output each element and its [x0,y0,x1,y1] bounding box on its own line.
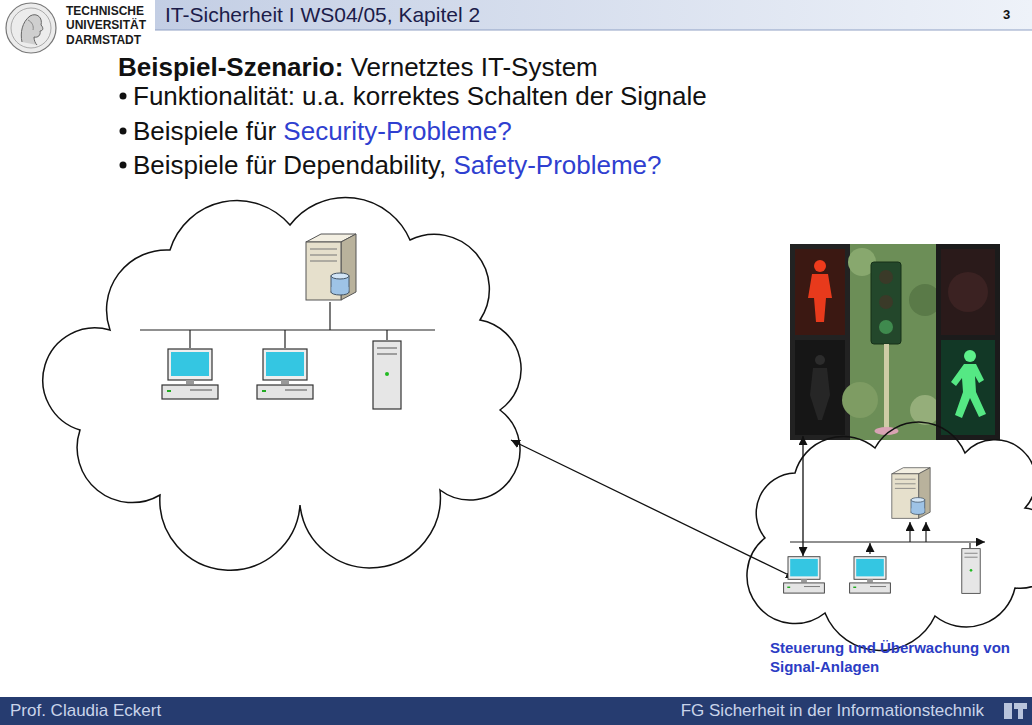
central-network [43,197,521,570]
pc-icon [850,557,891,593]
traffic-light-photo-part [808,274,832,322]
page-number: 3 [1003,7,1010,23]
bullet-text: Security-Probleme? [283,116,511,146]
footer-author: Prof. Claudia Eckert [10,701,161,721]
university-name-line: TECHNISCHE [66,4,144,18]
network-caption: Steuerung und Überwachung von Signal-Anl… [770,638,1025,676]
bullet-text-line: Beispiele fürSecurity-Probleme? [133,116,512,146]
traffic-light-photo-part [842,382,878,418]
traffic-light-photo-part [795,249,845,335]
control-network-devices-part [869,543,870,554]
network-link [511,440,795,578]
footer-logo-part [1004,703,1012,719]
traffic-light-photo-part [948,272,988,312]
traffic-light-photo-part [814,260,826,272]
control-network-devices [784,468,985,594]
bullet-text: Funktionalität: u.a. korrektes Schalten … [133,81,707,111]
university-name-line: UNIVERSITÄT [66,18,146,32]
university-seal-part [21,15,43,45]
university-name: UNIVERSITÄT [66,18,146,32]
traffic-light-photo-part [879,320,893,334]
control-bus [790,541,985,542]
traffic-light-photo-part [884,344,889,430]
header-rule [155,30,1032,31]
traffic-light-photo-part [879,270,893,284]
bullet-text: Beispiele für Dependability, [133,150,446,180]
university-seal [6,3,56,53]
footer [0,697,1032,725]
bullet-text-line: Beispiele für Dependability,Safety-Probl… [133,150,662,180]
network-cloud-outline [747,422,1032,650]
signal-link [802,436,803,556]
traffic-light-photo-part [910,395,940,425]
traffic-light-photo-part [964,350,976,362]
traffic-light-photo-part [879,295,893,309]
university-seal-part [6,3,56,53]
bullet-text-line: Funktionalität: u.a. korrektes Schalten … [133,81,707,111]
lan-bus-part [386,330,387,340]
bullet-dots-part [120,93,127,100]
footer-author-line: Prof. Claudia Eckert [10,701,161,721]
page-number-line: 3 [1003,7,1010,23]
tower-icon [373,341,401,409]
lan-bus-part [329,302,330,330]
control-network-devices-part [909,522,910,542]
traffic-light-photo-part [936,244,1000,440]
server-icon [892,468,930,519]
traffic-light-photo-part [871,262,901,344]
header-band [155,0,1032,30]
university-name: DARMSTADT [66,33,141,47]
university-seal-part [28,20,33,30]
control-network-devices-part [925,522,926,542]
traffic-light-photo-part [795,340,845,435]
university-name: TECHNISCHE [66,4,144,18]
traffic-light-photo-part [810,368,830,420]
traffic-light-photo [790,244,1000,440]
footer-department: FG Sicherheit in der Informationstechnik [681,701,984,721]
scenario-heading: Beispiel-Szenario: [118,52,343,82]
lan-bus-part [189,330,190,348]
slide-title: IT-Sicherheit I WS04/05, Kapitel 2 [165,3,480,27]
bullet-text: Beispiele für [133,116,276,146]
network-cloud [43,197,521,570]
pc-icon [784,557,825,593]
header [6,0,1032,53]
traffic-light-photo-part [941,340,995,435]
server-icon [306,234,356,300]
pc-icon [162,349,218,399]
footer-logo [1004,703,1027,719]
bullet-dots-part [120,162,127,169]
footer-logo-part [1014,703,1027,709]
network-cloud [735,438,1032,623]
university-seal-part [11,8,51,48]
traffic-light-photo-part [951,364,986,418]
footer-department-line: FG Sicherheit in der Informationstechnik [681,701,984,721]
tower-icon [962,549,980,594]
lan-bus-part [284,330,285,348]
footer-band [0,697,1032,725]
pc-icon [257,349,313,399]
network-cloud-node: Steuerung und Überwachung von Signal-Anl… [735,438,1032,682]
bullet-dots-part [120,128,127,135]
control-network-devices-part [969,543,970,548]
traffic-light-photo-part [815,355,825,365]
bullet-dots [120,93,127,169]
university-name-line: DARMSTADT [66,33,141,47]
footer-logo-part [1018,709,1023,719]
bullet-text: Safety-Probleme? [453,150,661,180]
scenario-heading-line: Beispiel-Szenario: Vernetztes IT-System [118,52,598,82]
lan-bus-part [140,329,435,330]
traffic-light-photo-part [790,244,850,440]
traffic-light-photo-part [941,249,995,335]
scenario-heading: Vernetztes IT-System [351,52,598,82]
